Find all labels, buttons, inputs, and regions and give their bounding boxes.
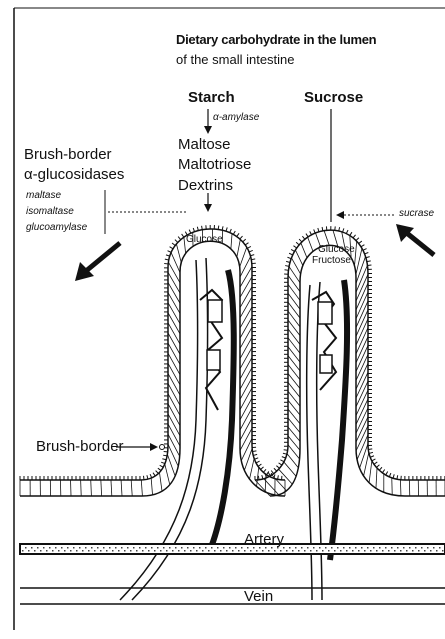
brush-border-heading-1: Brush-border <box>24 147 112 162</box>
enzyme-glucoamylase: glucoamylase <box>26 223 87 233</box>
left-glucose-label: Glucose <box>186 235 223 245</box>
right-villus-outer <box>255 230 445 480</box>
product-dextrins: Dextrins <box>178 178 233 193</box>
dextrin-arrow-head <box>204 204 212 212</box>
enzyme-isomaltase: isomaltase <box>26 207 74 217</box>
sucrase-label: sucrase <box>399 209 434 219</box>
brush-border-pointer-dot <box>160 445 165 450</box>
left-villus-inner <box>20 241 285 496</box>
title-line1: Dietary carbohydrate in the lumen <box>176 33 376 46</box>
brush-border-pointer-head <box>150 443 158 451</box>
amylase-arrow-head <box>204 126 212 134</box>
starch-label: Starch <box>188 90 235 105</box>
product-maltose: Maltose <box>178 137 231 152</box>
title-line2: of the small intestine <box>176 53 295 66</box>
left-core-block-1 <box>208 300 222 322</box>
right-big-arrow <box>396 224 434 255</box>
left-core-block-2 <box>207 350 220 370</box>
vein-label: Vein <box>244 589 273 604</box>
right-core-block-2 <box>320 355 332 373</box>
brush-border-heading-2: α-glucosidases <box>24 167 124 182</box>
sucrose-label: Sucrose <box>304 90 363 105</box>
right-glucose-label: Glucose <box>318 245 355 255</box>
right-fructose-label: Fructose <box>312 256 351 266</box>
artery-label: Artery <box>244 532 284 547</box>
product-maltotriose: Maltotriose <box>178 157 251 172</box>
brush-border-label: Brush-border <box>36 439 124 454</box>
enzyme-maltase: maltase <box>26 191 61 201</box>
right-core-block-1 <box>318 302 332 324</box>
left-big-arrow <box>75 243 120 281</box>
artery-band <box>20 544 445 554</box>
sucrase-pointer-head <box>336 211 344 219</box>
amylase-label: α-amylase <box>213 113 259 123</box>
